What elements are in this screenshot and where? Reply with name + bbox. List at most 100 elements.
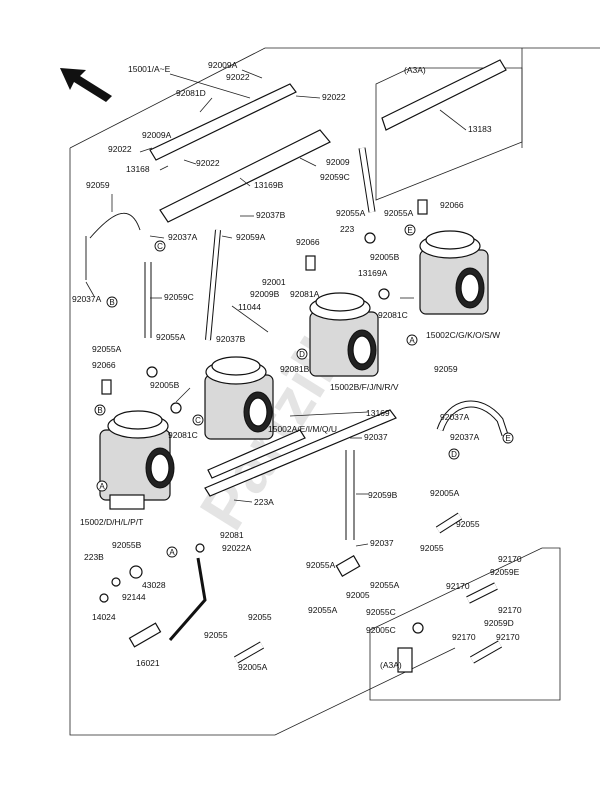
callout-label: 92005 — [346, 590, 370, 600]
callout-label: 92081A — [290, 289, 320, 299]
callout-label: 14024 — [92, 612, 116, 622]
carburetor-2 — [204, 356, 274, 440]
callout-label: 92022 — [108, 144, 132, 154]
callout-label: 92005C — [366, 625, 396, 635]
ref-marker: E — [407, 226, 412, 235]
callout-label: 92170 — [452, 632, 476, 642]
ref-marker: C — [157, 242, 163, 251]
callout-label: 92037A — [168, 232, 198, 242]
callout-label: 92081C — [168, 430, 198, 440]
callout-label: 92081 — [220, 530, 244, 540]
a3a-bottom-group-box — [369, 547, 561, 701]
ref-marker: C — [195, 416, 201, 425]
callout-label: 16021 — [136, 658, 160, 668]
callout-label: 92022 — [226, 72, 250, 82]
callout-label: 92005B — [150, 380, 180, 390]
callout-label: 92059B — [368, 490, 398, 500]
callout-label: 92059D — [484, 618, 514, 628]
callout-label: 15002/D/H/L/P/T — [80, 517, 143, 527]
carburetor-4 — [419, 230, 489, 315]
callout-label: 92059 — [86, 180, 110, 190]
callout-label: 92037A — [72, 294, 102, 304]
callout-label: 92170 — [496, 632, 520, 642]
callout-label: 92037A — [440, 412, 470, 422]
callout-label: 92009A — [142, 130, 172, 140]
leader-lines — [85, 69, 467, 547]
callout-label: 92009 — [326, 157, 350, 167]
carburetor-1 — [99, 410, 175, 510]
callout-label: 92066 — [296, 237, 320, 247]
callout-label: 92022 — [196, 158, 220, 168]
callout-label: 92055 — [420, 543, 444, 553]
ref-marker: A — [409, 336, 415, 345]
callout-label: 223B — [84, 552, 104, 562]
callout-label: 92170 — [498, 605, 522, 615]
callout-label: 92059C — [320, 172, 350, 182]
callout-label: 92059C — [164, 292, 194, 302]
callout-label: 92170 — [446, 581, 470, 591]
callout-label: 92055 — [204, 630, 228, 640]
callout-label: 92009B — [250, 289, 280, 299]
throttle-link-bars — [149, 59, 507, 497]
callout-label: 92037A — [450, 432, 480, 442]
ref-marker: B — [109, 298, 114, 307]
callout-label: 223A — [254, 497, 274, 507]
callout-label: 13169 — [366, 408, 390, 418]
callout-label: 92037 — [370, 538, 394, 548]
callout-label: 92066 — [440, 200, 464, 210]
ref-marker: E — [505, 434, 510, 443]
fuel-hoses — [85, 147, 509, 664]
reference-markers: C B E D A B C A E D A — [94, 224, 514, 558]
callout-label: 92005A — [238, 662, 268, 672]
callout-label: 92170 — [498, 554, 522, 564]
callout-label: 92059E — [490, 567, 520, 577]
callout-label: 92066 — [92, 360, 116, 370]
callout-label: 92009A — [208, 60, 238, 70]
callout-label: 11044 — [238, 302, 261, 312]
callout-label: 13169B — [254, 180, 284, 190]
callout-label: 13183 — [468, 124, 492, 134]
callout-label: 92055 — [248, 612, 272, 622]
a3a-label-top: (A3A) — [404, 65, 426, 75]
callout-label: 92055A — [306, 560, 336, 570]
callout-label: 92081D — [176, 88, 206, 98]
callout-label: 15001/A~E — [128, 64, 171, 74]
callout-label: 92055A — [92, 344, 122, 354]
callout-label: 92005A — [430, 488, 460, 498]
callout-label: 92081B — [280, 364, 310, 374]
callout-label: 223 — [340, 224, 354, 234]
callout-label: 15002A/E/I/M/Q/U — [268, 424, 337, 434]
callout-label: 92055C — [366, 607, 396, 617]
callout-label: 92055B — [112, 540, 142, 550]
callout-label: 92055A — [308, 605, 338, 615]
callout-label: 13168 — [126, 164, 150, 174]
ref-marker: B — [97, 406, 102, 415]
callout-label: 92081C — [378, 310, 408, 320]
ref-marker: A — [99, 482, 105, 491]
a3a-label-bottom: (A3A) — [380, 660, 402, 670]
ref-marker: A — [169, 548, 175, 557]
callout-label: 92055A — [336, 208, 366, 218]
callout-label: 15002C/G/K/O/S/W — [426, 330, 500, 340]
callout-label: 92059A — [236, 232, 266, 242]
callout-label: 92022A — [222, 543, 252, 553]
callout-label: 92055A — [384, 208, 414, 218]
fittings — [99, 199, 428, 673]
callout-label: 92001 — [262, 277, 286, 287]
ref-marker: D — [451, 450, 457, 459]
callout-label: 15002B/F/J/N/R/V — [330, 382, 399, 392]
callout-label: 92022 — [322, 92, 346, 102]
callout-label: 92059 — [434, 364, 458, 374]
callout-label: 92037 — [364, 432, 388, 442]
a3a-top-group-box — [375, 67, 523, 201]
front-direction-arrow-icon — [60, 68, 112, 102]
callout-label: 92055A — [156, 332, 186, 342]
callout-label: 92005B — [370, 252, 400, 262]
main-frame — [69, 47, 600, 149]
callout-label: 92037B — [256, 210, 286, 220]
callout-label: 13169A — [358, 268, 388, 278]
callout-label: 92055 — [456, 519, 480, 529]
part-callouts: 15001/A~E 92009A 92022 92081D 92022 9200… — [72, 60, 522, 672]
callout-label: 92055A — [370, 580, 400, 590]
